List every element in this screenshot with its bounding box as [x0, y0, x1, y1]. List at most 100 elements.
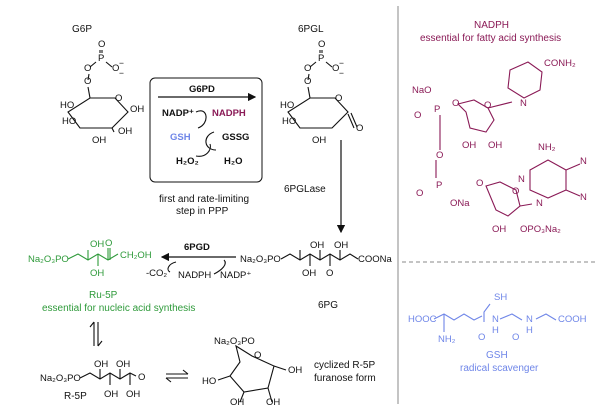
- pgl-oh-1: HO: [280, 100, 294, 111]
- nadph-phosphate: OPO₃Na₂: [520, 224, 561, 235]
- pgl-charge-1: −: [339, 58, 344, 68]
- pgd-side-arrows: [167, 259, 226, 275]
- gsh-h2: H: [526, 325, 533, 336]
- nadph-o5: O: [476, 178, 483, 189]
- cyclized-molecule: Na₂O₃PO O OH HO OH OH cyclized R-5P fura…: [202, 336, 376, 408]
- gsh-o1: O: [478, 332, 485, 343]
- ru5p-left: Na₂O₃PO: [28, 254, 69, 265]
- g6pd-box: [149, 77, 263, 183]
- g6p-atom-o-top: O: [98, 39, 105, 50]
- cyclized-caption-2: furanose form: [314, 373, 376, 384]
- gsh-molecule: SH HOOC NH₂ O N H N H O COOH GSH radical…: [408, 292, 587, 374]
- nadph-molecule: NADPH essential for fatty acid synthesis…: [412, 20, 587, 235]
- g6p-ring-o: O: [115, 93, 122, 104]
- nadph-p1: P: [434, 104, 440, 115]
- pgd-co2: -CO₂: [146, 268, 167, 279]
- gsh-sh: SH: [494, 292, 507, 303]
- nadph-ring-o1: O: [484, 100, 491, 111]
- cyclized-oh-1: OH: [288, 365, 302, 376]
- g6p-charge-1: −: [119, 58, 124, 68]
- gsh-amine: NH₂: [438, 334, 456, 345]
- g6pd-label: G6PD: [189, 84, 215, 95]
- pgl-carbonyl-o: O: [356, 123, 363, 134]
- nadph-n1: N: [580, 156, 587, 167]
- nadph-nao: NaO: [412, 85, 432, 96]
- r5p-oh-3: OH: [104, 389, 118, 400]
- pg-name: 6PG: [318, 300, 338, 311]
- g6p-oh-2: HO: [62, 116, 76, 127]
- pgl-name: 6PGL: [298, 24, 324, 35]
- pgl-atom-o-top: O: [318, 39, 325, 50]
- pgl-charge-2: −: [339, 68, 344, 78]
- nadph-o4: O: [416, 188, 423, 199]
- g6pd-nadp: NADP⁺: [162, 108, 194, 119]
- ru5p-name: Ru-5P: [89, 290, 118, 301]
- gsh-h1: H: [492, 325, 499, 336]
- nadph-p2: P: [436, 180, 442, 191]
- gsh-n2: N: [526, 314, 533, 325]
- nadph-n4: N: [536, 198, 543, 209]
- ru5p-oh-bottom: OH: [90, 268, 104, 279]
- pg-oh-3: OH: [302, 268, 316, 279]
- g6p-atom-o-link: O: [84, 76, 91, 87]
- g6pd-note-line2: step in PPP: [176, 206, 229, 217]
- r5p-oh-2: OH: [116, 359, 130, 370]
- g6p-name: G6P: [72, 24, 92, 35]
- ru5p-r5p-equilibrium: [89, 321, 103, 347]
- g6pd-nadph: NADPH: [212, 108, 246, 119]
- nadph-amide: CONH₂: [544, 58, 576, 69]
- nadph-ring-n: N: [520, 98, 527, 109]
- r5p-left: Na₂O₃PO: [40, 373, 81, 384]
- gsh-o2: O: [512, 332, 519, 343]
- pg-left: Na₂O₃PO: [240, 254, 281, 265]
- nadph-n2: N: [580, 192, 587, 203]
- nadph-ona: ONa: [450, 198, 470, 209]
- gsh-cooh-left: HOOC: [408, 314, 437, 325]
- nadph-amine: NH₂: [538, 142, 556, 153]
- g6pd-h2o: H₂O: [224, 156, 242, 167]
- ru5p-carbonyl: O: [105, 238, 112, 249]
- r5p-carbonyl: O: [138, 372, 145, 383]
- pgl-ring-o: O: [335, 93, 342, 104]
- ru5p-end: CH₂OH: [120, 250, 152, 261]
- g6p-atom-o-left: O: [84, 63, 91, 74]
- nadph-name: NADPH: [474, 20, 509, 31]
- g6p-oh-4: OH: [118, 126, 132, 137]
- g6p-oh-3: OH: [92, 135, 106, 146]
- pgl-atom-o-right: O: [332, 63, 339, 74]
- nadph-oh1: OH: [462, 140, 476, 151]
- r5p-oh-4: OH: [126, 389, 140, 400]
- cyclized-oh-2: OH: [230, 397, 244, 408]
- pgd-label: 6PGD: [184, 242, 210, 253]
- r5p-name: R-5P: [64, 391, 87, 402]
- gsh-n1: N: [492, 314, 499, 325]
- pg-o: O: [326, 268, 333, 279]
- gsh-cooh-right: COOH: [558, 314, 587, 325]
- r5p-cyclized-equilibrium: [165, 369, 189, 383]
- r5p-molecule: Na₂O₃PO OH OH OH OH O R-5P: [40, 359, 145, 402]
- pgl-atom-o-left: O: [304, 63, 311, 74]
- pg-molecule: Na₂O₃PO COONa OH OH OH O 6PG: [240, 240, 393, 311]
- pg-oh-2: OH: [334, 240, 348, 251]
- g6pd-gssg: GSSG: [222, 132, 249, 143]
- cyclized-oh-3: OH: [266, 397, 280, 408]
- pgl-oh-2: HO: [282, 116, 296, 127]
- nadph-o2: O: [452, 98, 459, 109]
- cyclized-caption-1: cyclized R-5P: [314, 360, 375, 371]
- ru5p-oh-top: OH: [90, 239, 104, 250]
- nadph-oh3: OH: [492, 224, 506, 235]
- r5p-oh-1: OH: [94, 359, 108, 370]
- pg-right: COONa: [358, 254, 393, 265]
- nadph-ring-o2: O: [512, 186, 519, 197]
- nadph-oh2: OH: [488, 140, 502, 151]
- nadph-o1: O: [414, 110, 421, 121]
- pgl-atom-o-link: O: [304, 76, 311, 87]
- nadph-caption: essential for fatty acid synthesis: [420, 33, 561, 44]
- g6pd-gsh: GSH: [170, 132, 191, 143]
- pg-oh-1: OH: [310, 240, 324, 251]
- cyclized-ho: HO: [202, 376, 216, 387]
- pgd-nadp: NADP⁺: [220, 270, 251, 281]
- g6p-atom-p: P: [98, 53, 104, 64]
- g6pd-note-line1: first and rate-limiting: [159, 194, 249, 205]
